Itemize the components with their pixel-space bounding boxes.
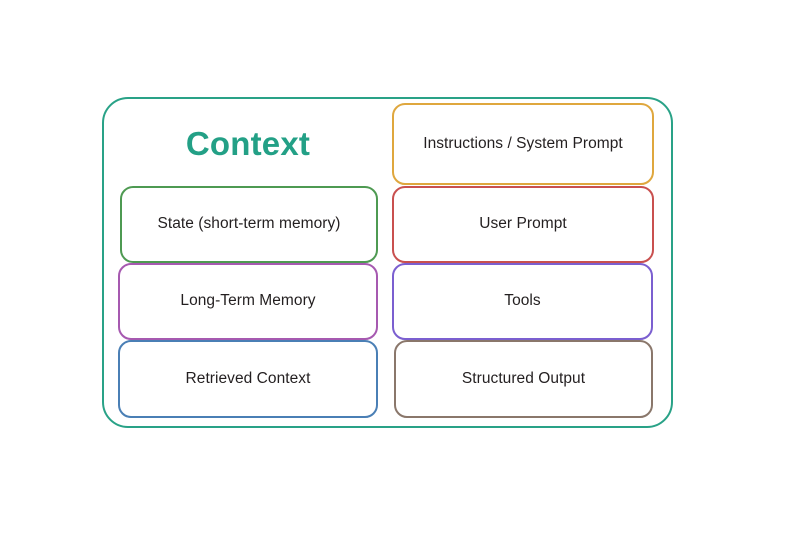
node-label: Structured Output <box>461 369 586 387</box>
node-label: Tools <box>504 292 541 310</box>
node-retrieved-context[interactable]: Retrieved Context <box>118 340 378 418</box>
node-label: User Prompt <box>479 215 567 233</box>
node-label: Long-Term Memory <box>180 292 316 310</box>
node-tools[interactable]: Tools <box>392 263 653 340</box>
node-long-term-memory[interactable]: Long-Term Memory <box>118 263 378 340</box>
node-label: Retrieved Context <box>185 369 311 387</box>
node-instructions-system-prompt[interactable]: Instructions / System Prompt <box>392 103 654 185</box>
node-user-prompt[interactable]: User Prompt <box>392 186 654 263</box>
node-state-short-term-memory[interactable]: State (short-term memory) <box>120 186 378 263</box>
node-label: State (short-term memory) <box>157 215 341 233</box>
node-label: Instructions / System Prompt <box>423 134 623 152</box>
node-structured-output[interactable]: Structured Output <box>394 340 653 418</box>
page-title: Context <box>185 124 311 162</box>
